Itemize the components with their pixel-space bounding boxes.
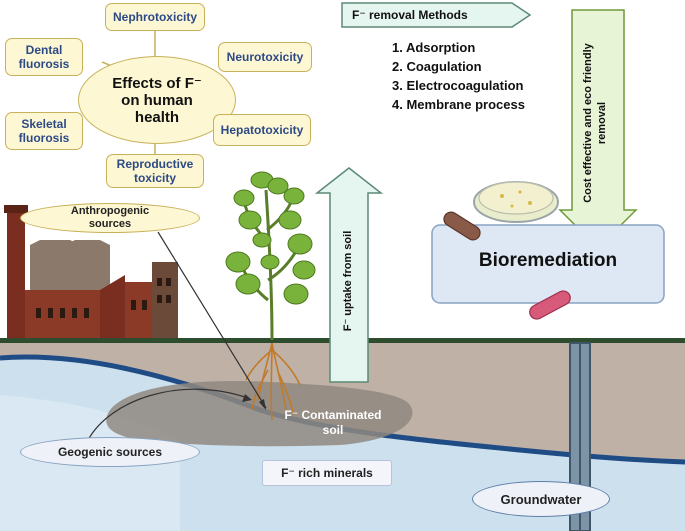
uptake-label: F⁻ uptake from soil (342, 230, 354, 332)
factory-illustration (4, 205, 178, 338)
effect-label: Skeletal fluorosis (18, 117, 70, 145)
effect-skeletal-fluorosis: Skeletal fluorosis (5, 112, 83, 150)
contaminated-soil-patch (106, 380, 413, 447)
method-item: 1. Adsorption (392, 40, 476, 55)
effect-label: Reproductive toxicity (116, 157, 194, 185)
effects-center-label: Effects of F⁻ on human health (112, 74, 202, 126)
contaminated-soil-label: F⁻ Contaminated soil (284, 408, 382, 437)
groundwater-label: Groundwater (472, 481, 610, 517)
effect-nephrotoxicity: Nephrotoxicity (105, 3, 205, 31)
rich-minerals-label: F⁻ rich minerals (262, 460, 392, 486)
uptake-arrow (314, 167, 384, 383)
anthropogenic-sources: Anthropogenic sources (20, 203, 200, 233)
effect-dental-fluorosis: Dental fluorosis (5, 38, 83, 76)
geogenic-arrow (87, 388, 249, 441)
effect-neurotoxicity: Neurotoxicity (218, 42, 312, 72)
method-item: 3. Electrocoagulation (392, 78, 524, 93)
effect-label: Dental fluorosis (18, 43, 70, 71)
effects-center: Effects of F⁻ on human health (78, 56, 236, 144)
bioremediation-label: Bioremediation (478, 250, 618, 271)
effect-label: Nephrotoxicity (112, 10, 197, 24)
eco-arrow-label: Cost effective and eco friendly removal (582, 43, 608, 203)
bacteria-brown (443, 211, 481, 241)
bacteria-pink (529, 290, 571, 320)
effect-reproductive-toxicity: Reproductive toxicity (106, 154, 204, 188)
method-item: 4. Membrane process (392, 97, 525, 112)
effect-label: Neurotoxicity (226, 50, 304, 64)
removal-arrow (341, 2, 532, 28)
geogenic-sources: Geogenic sources (20, 437, 200, 467)
removal-methods-list: 1. Adsorption 2. Coagulation 3. Electroc… (392, 38, 525, 114)
effect-hepatotoxicity: Hepatotoxicity (213, 114, 311, 146)
plant-illustration (225, 171, 316, 421)
method-item: 2. Coagulation (392, 59, 482, 74)
effect-label: Hepatotoxicity (220, 123, 304, 137)
removal-title: F⁻ removal Methods (352, 8, 468, 22)
anthropogenic-arrow (157, 231, 267, 409)
petri-dish (473, 181, 559, 223)
